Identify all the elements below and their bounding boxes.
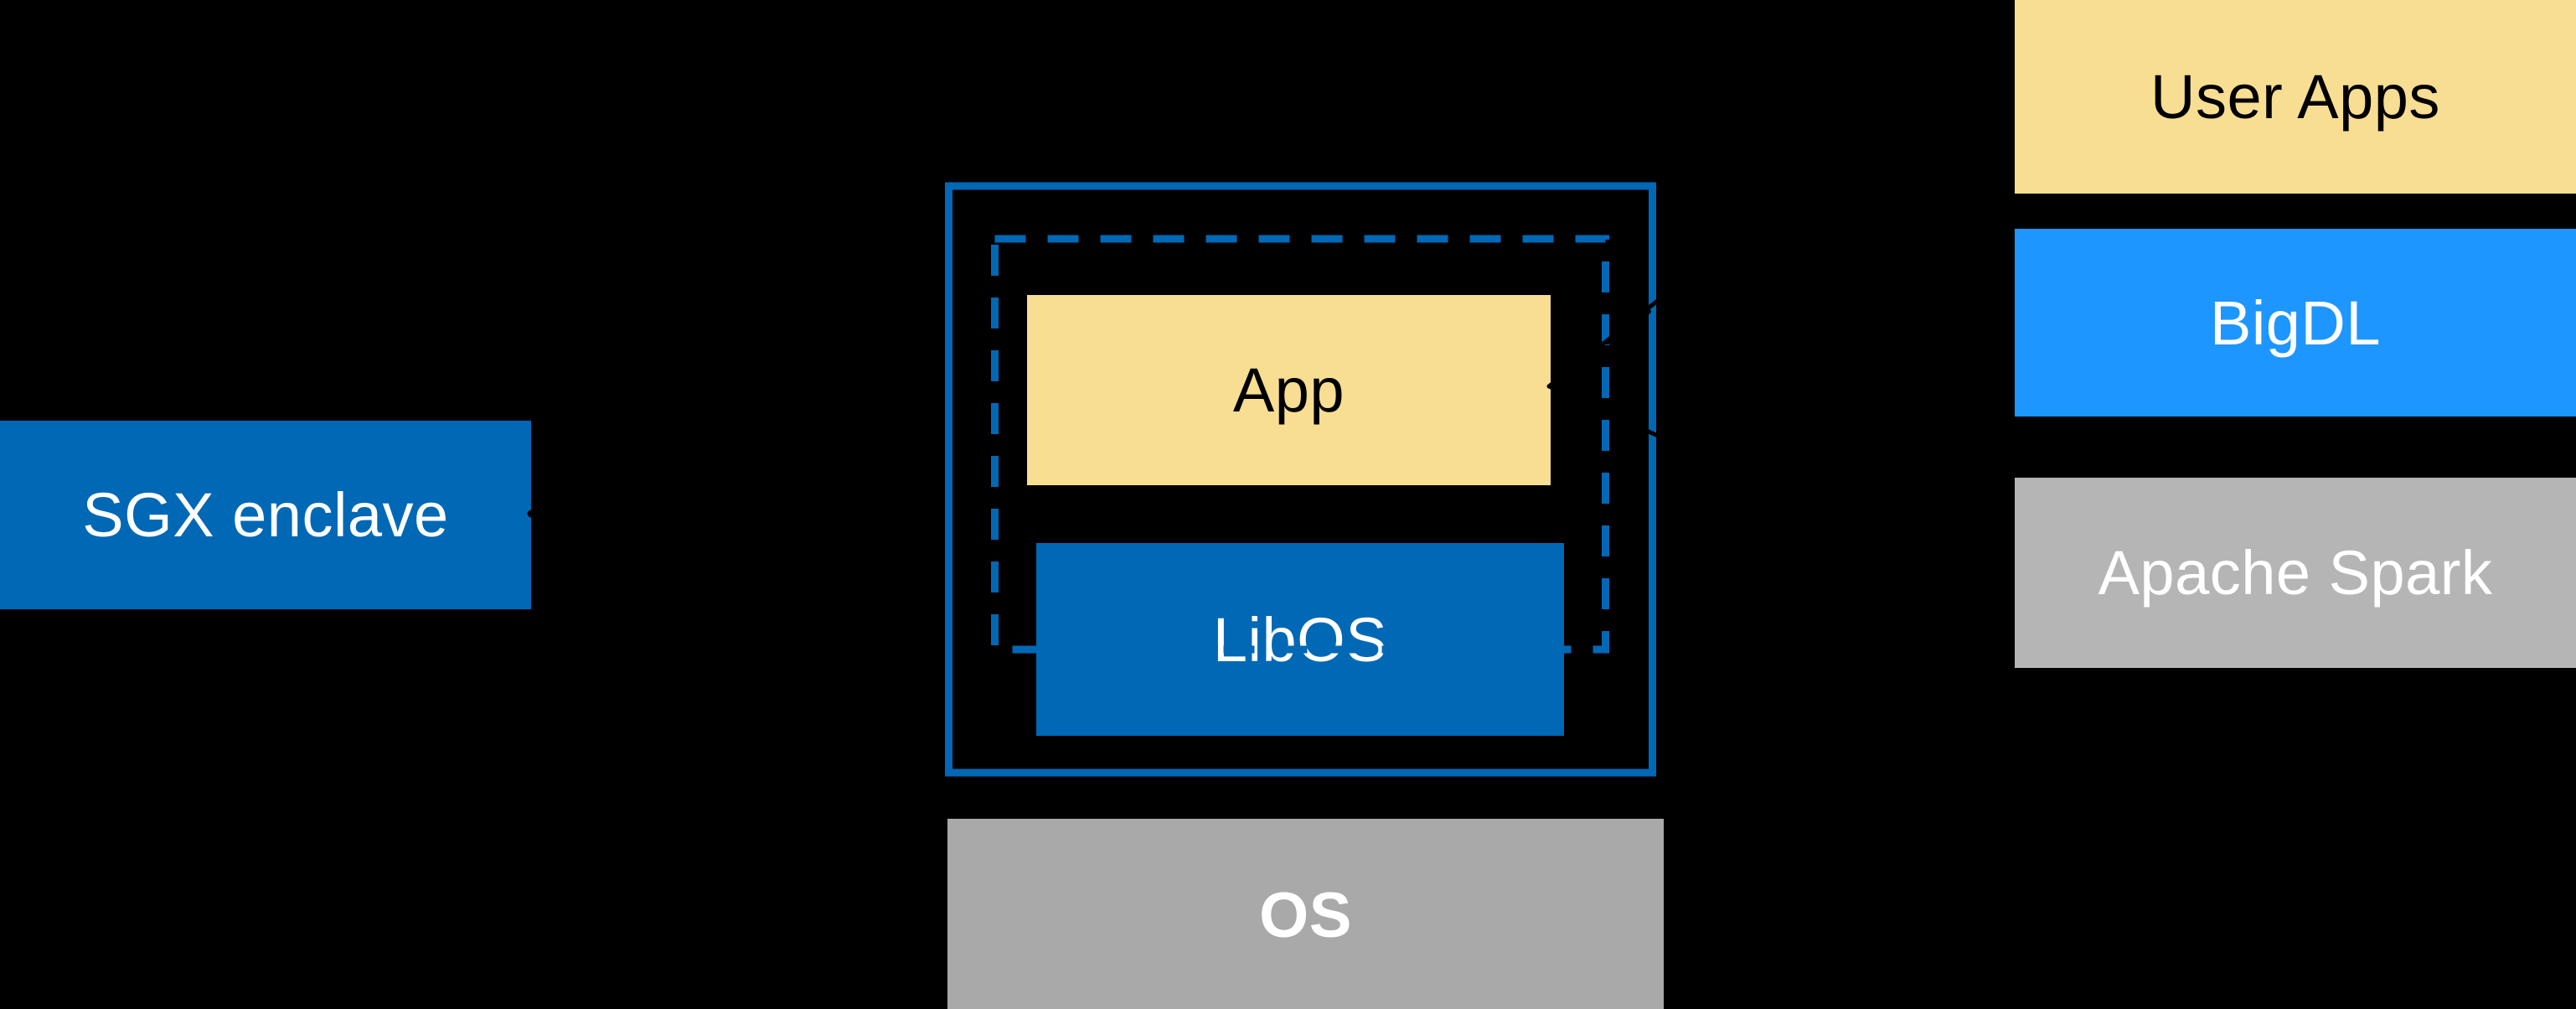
app-label: App — [1232, 355, 1345, 425]
apache-spark-box: Apache Spark — [2015, 478, 2576, 668]
app-box: App — [1027, 295, 1551, 485]
libos-label: LibOS — [1212, 604, 1388, 675]
stack-to-app-dashed-arrow — [1546, 48, 2005, 442]
bigdl-label: BigDL — [2209, 287, 2382, 358]
user-apps-box: User Apps — [2015, 0, 2576, 194]
sgx-enclave-label: SGX enclave — [82, 480, 449, 550]
enclave-host-outline — [945, 182, 1656, 777]
os-box: OS — [947, 819, 1664, 1009]
apache-spark-label: Apache Spark — [2098, 538, 2493, 608]
bigdl-box: BigDL — [2015, 229, 2576, 417]
libos-box: LibOS — [1036, 543, 1564, 736]
os-label: OS — [1259, 880, 1352, 951]
sgx-to-enclave-arrow — [527, 500, 942, 527]
sgx-enclave-box: SGX enclave — [0, 421, 531, 609]
user-apps-label: User Apps — [2150, 62, 2440, 132]
enclave-boundary-dashed-outline — [991, 235, 1609, 654]
